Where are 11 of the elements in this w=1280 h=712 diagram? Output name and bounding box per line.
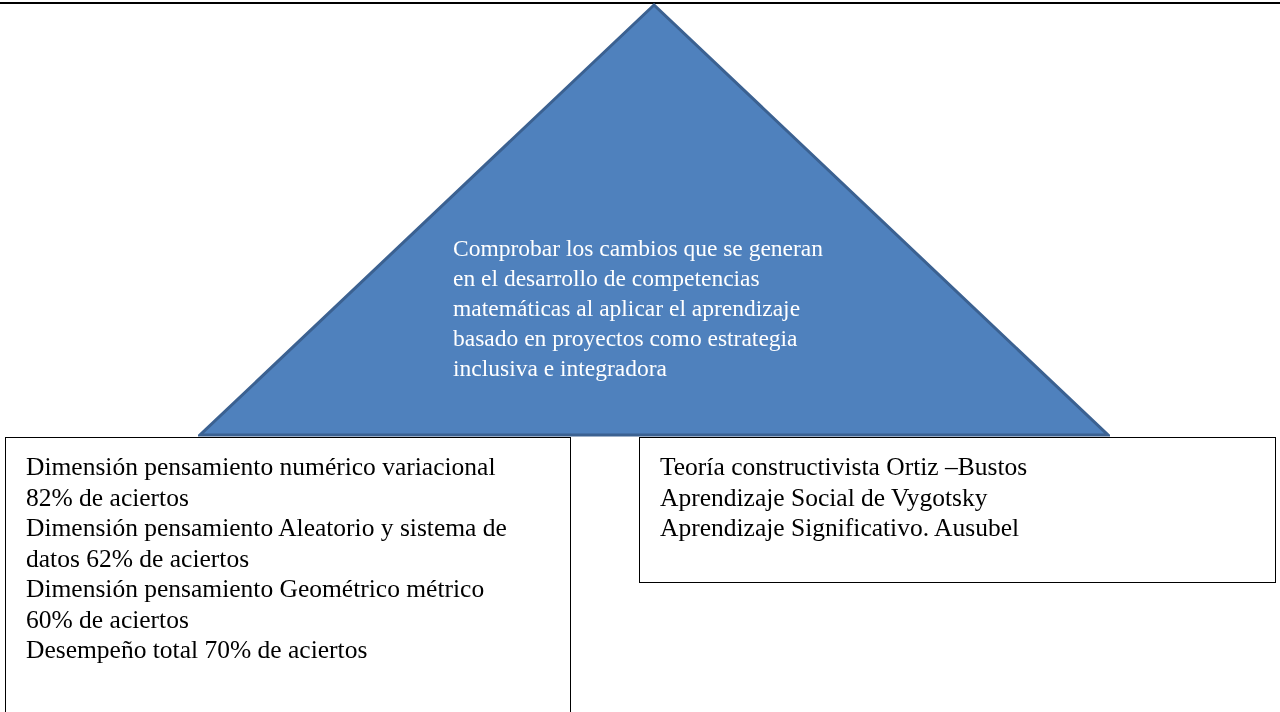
list-item-text: Desempeño total 70% de aciertos bbox=[26, 635, 369, 666]
text-box bbox=[5, 437, 571, 712]
list-item-text: Aprendizaje Social de Vygotsky bbox=[660, 482, 989, 513]
list-item-text: Dimensión pensamiento numérico variacional 82% de aciertos bbox=[26, 452, 497, 513]
text-box bbox=[639, 437, 1276, 583]
list-item-text: Teoría constructivista Ortiz –Bustos bbox=[660, 452, 1029, 483]
triangle-shape bbox=[198, 3, 1110, 437]
list-item-text: Dimensión pensamiento Aleatorio y sistema de datos 62% de aciertos bbox=[26, 513, 508, 574]
list-item-text: Aprendizaje Significativo. Ausubel bbox=[660, 513, 1021, 544]
list-item-text: Dimensión pensamiento Geométrico métrico 60% de aciertos bbox=[26, 574, 486, 635]
objective-text: Comprobar los cambios que se generan en el desarrollo de competencias matemáticas al aplicar el aprendizaje basado en proyectos como estrategia inclusiva e integradora bbox=[453, 234, 825, 383]
